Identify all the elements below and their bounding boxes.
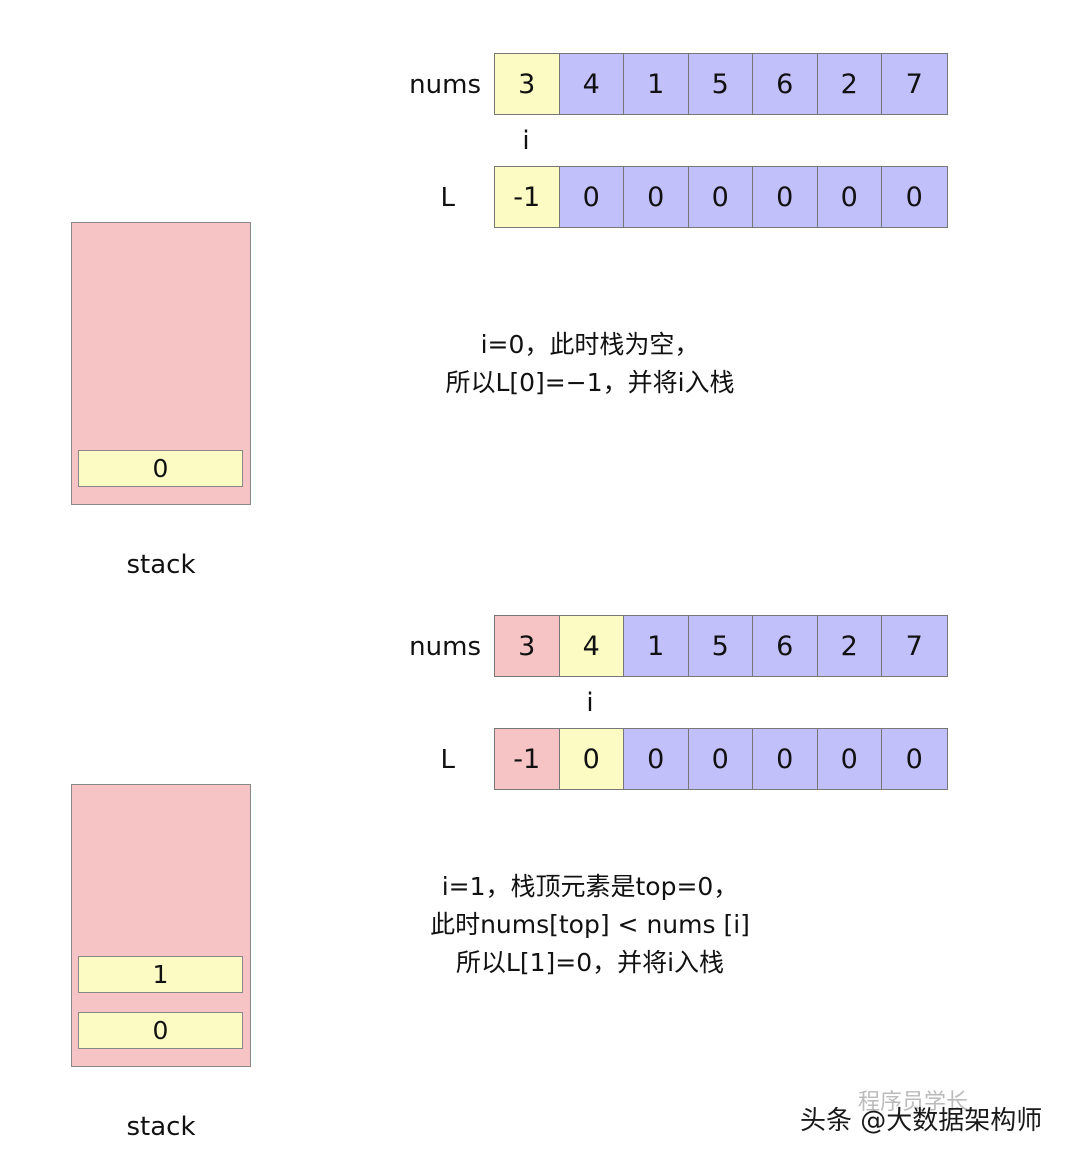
array-cell: 5 <box>688 616 753 676</box>
array-cell: 0 <box>817 167 882 227</box>
array-cell: -1 <box>495 167 560 227</box>
array-cell: 0 <box>688 167 753 227</box>
explanation-line: 所以L[1]=0，并将i入栈 <box>455 948 725 977</box>
array-cell: 0 <box>753 729 818 789</box>
array-cell: 2 <box>817 616 882 676</box>
stack-caption: stack <box>126 550 196 580</box>
array-cell: 5 <box>688 54 753 114</box>
array-cell: 0 <box>817 729 882 789</box>
array-cell: 3 <box>495 54 560 114</box>
L-label: L <box>440 745 456 775</box>
array-cell: 6 <box>753 54 818 114</box>
array-cell: 0 <box>624 167 689 227</box>
array-cell: 0 <box>559 167 624 227</box>
array-cell: 0 <box>688 729 753 789</box>
array-cell: 3 <box>495 616 560 676</box>
L-label: L <box>440 183 456 213</box>
stack-caption: stack <box>126 1112 196 1142</box>
watermark-ghost-text: 程序员学长 <box>858 1090 969 1115</box>
stack-item: 1 <box>78 956 243 993</box>
explanation-line: i=0，此时栈为空， <box>480 330 700 359</box>
array-cell: 0 <box>559 729 624 789</box>
nums-label: nums <box>409 70 481 100</box>
watermark: 头条 @大数据架构师 <box>800 1106 1043 1136</box>
array-cell: 0 <box>624 729 689 789</box>
array-cell: 4 <box>559 616 624 676</box>
stack-container: 1 0 <box>71 784 251 1067</box>
array-cell: 4 <box>559 54 624 114</box>
stack-item: 0 <box>78 1012 243 1049</box>
array-cell: 7 <box>882 616 947 676</box>
array-cell: -1 <box>495 729 560 789</box>
explanation-line: i=1，栈顶元素是top=0， <box>441 872 739 901</box>
array-cell: 1 <box>624 616 689 676</box>
nums-label: nums <box>409 632 481 662</box>
index-pointer: i <box>522 126 530 156</box>
explanation-line: 所以L[0]=−1，并将i入栈 <box>445 368 735 397</box>
array-cell: 6 <box>753 616 818 676</box>
stack-container: 0 <box>71 222 251 505</box>
explanation-line: 此时nums[top] < nums [i] <box>430 910 750 939</box>
index-pointer: i <box>586 688 594 718</box>
array-cell: 1 <box>624 54 689 114</box>
stack-item: 0 <box>78 450 243 487</box>
array-cell: 2 <box>817 54 882 114</box>
array-cell: 7 <box>882 54 947 114</box>
step-explanation: i=0，此时栈为空， 所以L[0]=−1，并将i入栈 <box>380 326 800 402</box>
array-cell: 0 <box>882 729 947 789</box>
step-explanation: i=1，栈顶元素是top=0， 此时nums[top] < nums [i] 所… <box>380 868 800 982</box>
array-cell: 0 <box>882 167 947 227</box>
array-cell: 0 <box>753 167 818 227</box>
